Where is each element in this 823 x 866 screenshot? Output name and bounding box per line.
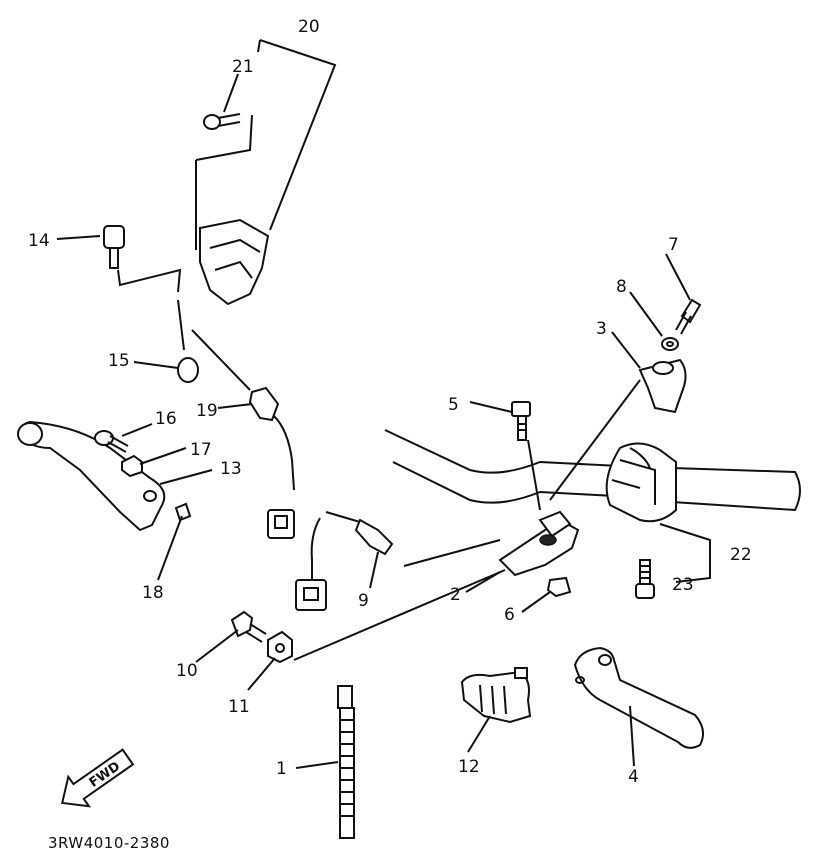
callout-19: 19 <box>196 401 218 421</box>
brake-lever-4 <box>573 646 705 749</box>
nut-11 <box>267 630 293 664</box>
throttle-grip-assembly <box>605 442 677 523</box>
callout-4: 4 <box>628 767 639 787</box>
callout-6: 6 <box>504 605 515 625</box>
clutch-lever-13 <box>17 420 166 532</box>
callout-20: 20 <box>298 17 320 37</box>
callout-22: 22 <box>730 545 752 565</box>
bolt-5 <box>511 401 531 441</box>
callout-23: 23 <box>672 575 694 595</box>
callout-21: 21 <box>232 57 254 77</box>
callout-17: 17 <box>190 440 212 460</box>
bracket-2 <box>498 510 580 577</box>
switch-9 <box>295 511 394 611</box>
callout-15: 15 <box>108 351 130 371</box>
callout-2: 2 <box>450 585 461 605</box>
screw-21 <box>203 113 241 130</box>
wiring-lines <box>117 39 641 661</box>
screw-18 <box>174 502 192 522</box>
callout-1: 1 <box>276 759 287 779</box>
diagram-code: 3RW4010-2380 <box>48 834 170 852</box>
callout-10: 10 <box>176 661 198 681</box>
callout-11: 11 <box>228 697 250 717</box>
bolt-14 <box>103 225 125 269</box>
callout-16: 16 <box>155 409 177 429</box>
callout-5: 5 <box>448 395 459 415</box>
callout-3: 3 <box>596 319 607 339</box>
callout-14: 14 <box>28 231 50 251</box>
cable-band-1 <box>337 685 355 839</box>
screw-23 <box>635 559 655 599</box>
lever-holder-3 <box>638 358 687 414</box>
callout-12: 12 <box>458 757 480 777</box>
fwd-arrow: FWD <box>61 748 135 808</box>
bolt-16 <box>94 430 129 453</box>
callout-9: 9 <box>358 591 369 611</box>
callout-13: 13 <box>220 459 242 479</box>
nut-17 <box>121 454 143 478</box>
holder-assembly-20 <box>199 218 270 306</box>
bolt-10 <box>230 610 267 643</box>
handlebar <box>384 429 801 512</box>
leader-lines <box>56 73 711 769</box>
callout-8: 8 <box>616 277 627 297</box>
switch-19 <box>248 386 295 539</box>
grommet-15 <box>177 357 199 383</box>
callout-7: 7 <box>668 235 679 255</box>
nut-6 <box>546 576 572 598</box>
switch-12 <box>460 667 532 724</box>
washer-8 <box>661 337 679 351</box>
callout-18: 18 <box>142 583 164 603</box>
callout-labels: 20 21 14 15 19 16 17 13 18 10 11 9 1 12 … <box>28 17 752 787</box>
screw-7 <box>675 298 702 335</box>
